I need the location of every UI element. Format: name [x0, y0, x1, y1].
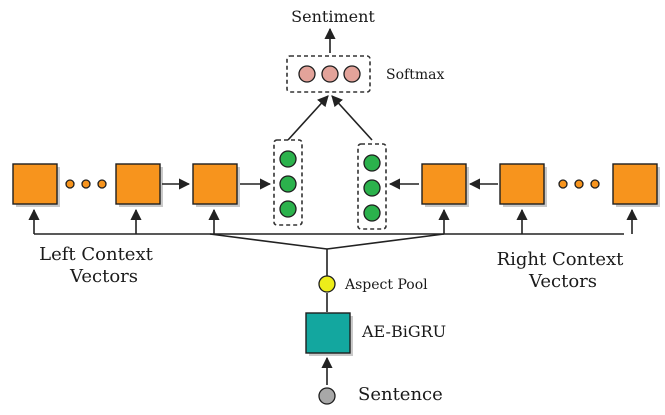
right-hidden-to-softmax-edge	[331, 95, 373, 141]
aspect-pool-node	[318, 275, 336, 293]
softmax-unit	[298, 65, 316, 83]
aspect-to-left-branch	[209, 233, 328, 250]
ellipsis-dot	[590, 179, 600, 189]
right-context-chain	[388, 163, 660, 207]
left-context-label-line1: Left Context	[39, 244, 153, 265]
left-context-label-line2: Vectors	[69, 266, 138, 287]
right-context-vector-2	[499, 163, 545, 205]
ae-bigru-block	[305, 312, 351, 354]
ellipsis-dot	[81, 179, 91, 189]
left-hidden-stack	[273, 139, 303, 226]
left-hidden-to-softmax-edge	[287, 95, 329, 141]
hidden-unit	[363, 179, 381, 197]
ae-bigru-label: AE-BiGRU	[361, 322, 446, 341]
aspect-distribution-bus	[28, 208, 638, 276]
aspect-to-right-branch	[326, 233, 445, 250]
softmax-dashed-group	[286, 55, 371, 93]
sentence-label: Sentence	[358, 384, 443, 405]
softmax-label: Softmax	[386, 67, 444, 83]
left-context-chain	[12, 163, 272, 207]
left-context-vector-2	[115, 163, 161, 205]
hidden-unit	[279, 150, 297, 168]
sentiment-label: Sentiment	[291, 7, 375, 26]
left-context-vector-1	[12, 163, 58, 205]
right-context-label-line1: Right Context	[497, 249, 625, 270]
ellipsis-dot	[558, 179, 568, 189]
right-context-label-line2: Vectors	[528, 271, 597, 292]
hidden-unit	[279, 175, 297, 193]
hidden-unit	[363, 154, 381, 172]
hidden-unit	[363, 204, 381, 222]
right-hidden-stack	[357, 143, 387, 230]
aspect-pool-label: Aspect Pool	[344, 277, 428, 293]
right-hidden-dashed-group	[357, 143, 387, 230]
ellipsis-dot	[97, 179, 107, 189]
softmax-unit	[321, 65, 339, 83]
softmax-layer	[286, 55, 371, 93]
ellipsis-dot	[65, 179, 75, 189]
left-hidden-dashed-group	[273, 139, 303, 226]
hidden-unit	[279, 200, 297, 218]
right-context-vector-1	[421, 163, 467, 205]
ellipsis-dot	[574, 179, 584, 189]
right-context-vector-3	[612, 163, 658, 205]
softmax-unit	[343, 65, 361, 83]
left-context-vector-3	[192, 163, 238, 205]
sentence-input-node	[318, 387, 336, 405]
